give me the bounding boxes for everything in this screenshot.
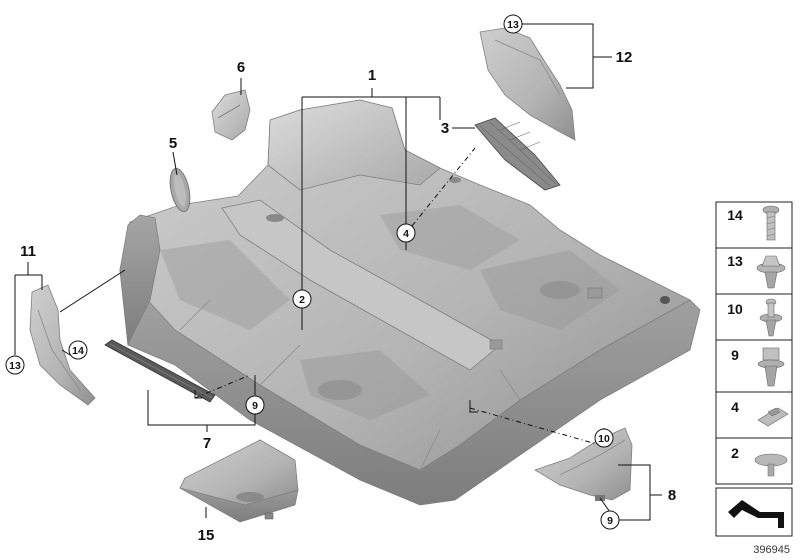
expanding-rivet-icon (756, 255, 786, 289)
part-3-mesh-trim (474, 117, 561, 191)
legend-item-9: 9 (715, 339, 793, 393)
callout-15: 15 (198, 527, 215, 544)
svg-text:4: 4 (731, 399, 739, 415)
circled-callout-4: 4 (396, 223, 416, 243)
part-15-floor-insert (179, 439, 299, 523)
part-6-cover (211, 89, 251, 141)
callout-1: 1 (368, 67, 376, 84)
svg-text:9: 9 (252, 400, 258, 412)
part-7-sill-strip (104, 339, 216, 403)
clip-nut-icon (757, 347, 785, 387)
reference-id: 396945 (753, 544, 790, 556)
circled-callout-9b: 9 (600, 510, 620, 530)
part-8-trim-piece (534, 427, 633, 501)
legend-item-13: 13 (715, 247, 793, 295)
callout-3: 3 (441, 120, 449, 137)
svg-text:4: 4 (403, 228, 409, 240)
svg-text:13: 13 (507, 19, 519, 31)
callout-12: 12 (616, 49, 633, 66)
legend-item-14: 14 (715, 201, 793, 249)
svg-text:2: 2 (299, 294, 305, 306)
circled-callouts: 2 4 9 9 10 13 13 14 (5, 14, 620, 530)
floor-carpet-main (119, 99, 701, 506)
fastener-legend: 14 13 10 (715, 201, 793, 537)
round-pad-icon (754, 453, 788, 477)
circled-callout-10: 10 (594, 428, 614, 448)
svg-text:14: 14 (727, 207, 743, 223)
part-12-trim-panel (479, 27, 576, 141)
circled-callout-13a: 13 (503, 14, 523, 34)
part-11-pillar-trim (29, 284, 96, 406)
svg-text:13: 13 (727, 253, 743, 269)
callout-labels: 1 3 5 6 7 8 11 12 15 (20, 49, 676, 544)
leader-lines (14, 23, 662, 521)
svg-text:10: 10 (727, 301, 743, 317)
part-5-round-insulation-pad (169, 167, 191, 213)
screw-icon (762, 205, 780, 241)
legend-item-bracket (715, 487, 793, 537)
legend-item-10: 10 (715, 293, 793, 341)
callout-6: 6 (237, 59, 245, 76)
bracket-profile-icon (728, 500, 784, 528)
callout-11: 11 (20, 243, 36, 260)
circled-callout-9a: 9 (245, 395, 265, 415)
svg-text:9: 9 (731, 347, 739, 363)
push-pin-icon (759, 298, 783, 337)
callout-5: 5 (169, 135, 177, 152)
callout-8: 8 (668, 487, 676, 504)
circled-callout-14: 14 (68, 340, 88, 360)
svg-text:2: 2 (731, 445, 739, 461)
svg-text:9: 9 (607, 515, 613, 527)
callout-7: 7 (203, 435, 211, 452)
retaining-clip-icon (757, 407, 789, 427)
svg-text:14: 14 (72, 345, 84, 357)
left-side-trim (119, 214, 161, 347)
legend-item-2: 2 (715, 437, 793, 485)
svg-text:13: 13 (9, 360, 21, 372)
circled-callout-2: 2 (292, 289, 312, 309)
svg-text:10: 10 (598, 433, 610, 445)
legend-item-4: 4 (715, 391, 793, 439)
circled-callout-13b: 13 (5, 355, 25, 375)
